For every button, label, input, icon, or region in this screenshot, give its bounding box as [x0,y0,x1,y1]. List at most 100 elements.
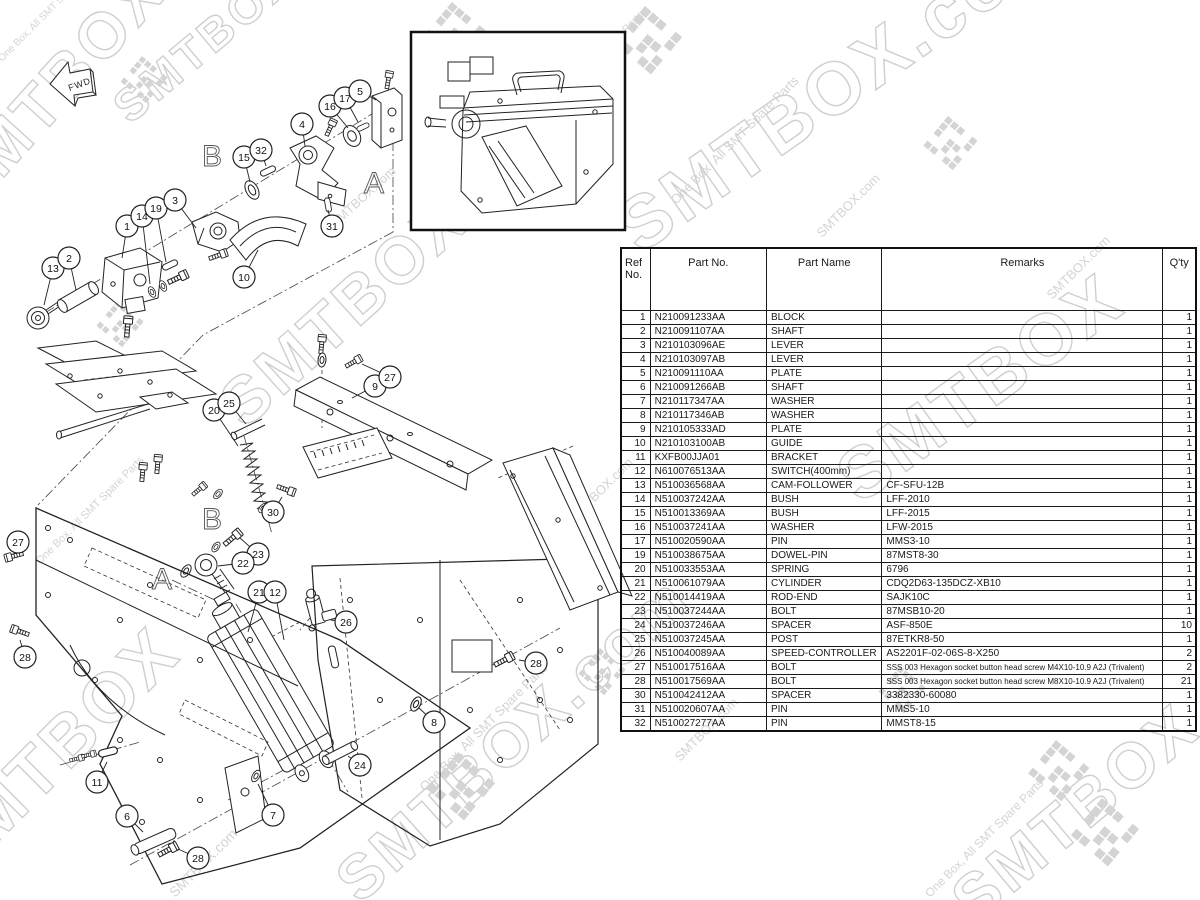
cell-qty: 1 [1162,394,1197,409]
cell-part-name: BLOCK [765,310,883,325]
cell-part-no: N510020607AA [649,702,767,717]
cell-part-no: N210091110AA [649,366,767,381]
cell-part-no: N510027277AA [649,716,767,732]
cell-ref: 22 [620,590,651,605]
balloon-19: 19 [144,196,168,220]
exploded-diagram: FWD [3,30,633,885]
cell-remarks [881,380,1164,395]
cell-qty: 1 [1162,716,1197,732]
cell-ref: 15 [620,506,651,521]
cell-ref: 9 [620,422,651,437]
cell-part-name: LEVER [765,338,883,353]
cell-qty: 1 [1162,576,1197,591]
cell-ref: 1 [620,310,651,325]
cell-ref: 2 [620,324,651,339]
watermark-qr-block [1070,798,1140,867]
cell-part-no: N510038675AA [649,548,767,563]
cell-part-no: N510033553AA [649,562,767,577]
cell-remarks [881,422,1164,437]
watermark-qr-block [120,56,168,104]
cell-remarks: MMS5-10 [881,702,1164,717]
cell-remarks: LFW-2015 [881,520,1164,535]
slider-assembly [36,340,218,440]
cell-ref: 13 [620,478,651,493]
balloon-24: 24 [348,753,372,777]
cell-remarks [881,310,1164,325]
svg-text:28: 28 [530,658,542,670]
svg-text:4: 4 [299,119,305,131]
cell-qty: 1 [1162,380,1197,395]
frame-plate [35,507,472,885]
block-1 [101,247,163,315]
cell-ref: 26 [620,646,651,661]
guide-10 [229,216,307,261]
spacer-24 [321,741,359,765]
foot-bracket [224,755,267,834]
svg-text:14: 14 [136,211,148,223]
cell-ref: 21 [620,576,651,591]
cell-part-name: WASHER [765,408,883,423]
balloon-3: 3 [163,188,187,212]
cell-ref: 32 [620,716,651,732]
cell-part-name: PIN [765,702,883,717]
svg-text:10: 10 [238,272,250,284]
cell-ref: 10 [620,436,651,451]
svg-text:28: 28 [19,652,31,664]
header-part-no: Part No. [649,247,767,311]
cell-part-no: N510061079AA [649,576,767,591]
balloon-7: 7 [261,803,285,827]
balloon-10: 10 [232,265,256,289]
cell-remarks: CF-SFU-12B [881,478,1164,493]
cell-remarks: 6796 [881,562,1164,577]
washer-16 [342,125,362,147]
balloon-30: 30 [261,500,285,524]
svg-text:25: 25 [223,398,235,410]
svg-text:1: 1 [124,221,130,233]
svg-text:2: 2 [66,253,72,265]
balloon-8: 8 [422,710,446,734]
cell-remarks: AS2201F-02-06S-8-X250 [881,646,1164,661]
svg-text:17: 17 [339,93,351,105]
svg-text:28: 28 [192,853,204,865]
cell-remarks [881,408,1164,423]
fwd-arrow: FWD [49,60,98,108]
svg-text:22: 22 [237,558,249,570]
balloon-4: 4 [290,112,314,136]
svg-text:27: 27 [384,372,396,384]
cell-ref: 16 [620,520,651,535]
cell-remarks [881,436,1164,451]
watermark-qr-block [96,300,144,348]
svg-text:19: 19 [150,203,162,215]
svg-text:6: 6 [124,811,130,823]
cell-part-name: WASHER [765,520,883,535]
bush-15 [244,180,260,200]
cell-ref: 25 [620,632,651,647]
cell-part-no: N510017516AA [649,660,767,675]
svg-text:B: B [202,140,222,173]
cell-part-no: N210103096AE [649,338,767,353]
cell-ref: 11 [620,450,651,465]
cell-part-name: BUSH [765,492,883,507]
cell-ref: 24 [620,618,651,633]
cell-qty: 1 [1162,702,1197,717]
watermark-qr-block [1028,740,1090,802]
cell-remarks: SSS 003 Hexagon socket button head screw… [881,660,1164,675]
watermark-qr-block [923,116,978,171]
cell-ref: 14 [620,492,651,507]
svg-text:8: 8 [431,717,437,729]
balloon-27: 27 [378,365,402,389]
cell-qty: 1 [1162,478,1197,493]
cell-part-name: BUSH [765,506,883,521]
lever-4 [289,135,347,207]
